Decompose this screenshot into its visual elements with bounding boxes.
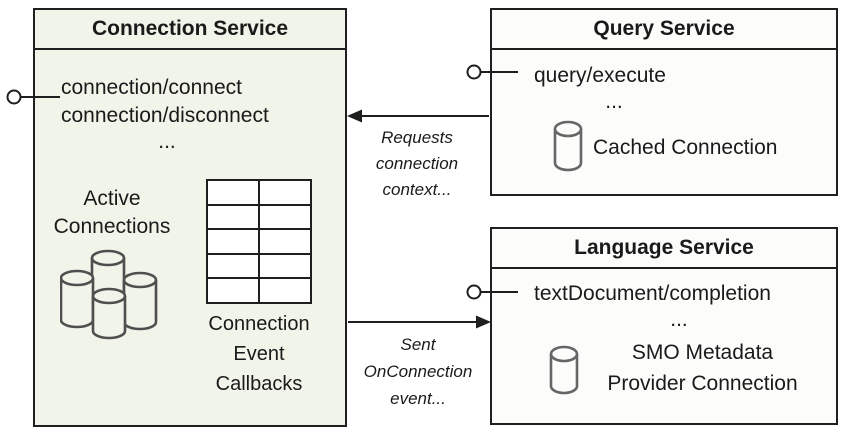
table-cell <box>207 229 259 254</box>
language-service-box: Language Service textDocument/completion… <box>490 227 838 425</box>
database-cylinder-left <box>60 269 95 329</box>
methods-ellipsis: ... <box>670 308 688 331</box>
requests-line3: context... <box>382 180 452 199</box>
database-icon <box>553 120 583 172</box>
active-connections-label: Active Connections <box>37 185 187 241</box>
table-cell <box>259 204 311 230</box>
database-cylinder-right <box>122 271 158 331</box>
callbacks-line3: Callbacks <box>215 373 303 395</box>
sent-line2: OnConnection <box>363 362 473 381</box>
requests-connection-context-label: Requests connection context... <box>352 125 482 203</box>
connection-service-title: Connection Service <box>35 10 345 50</box>
callbacks-label: Connection Event Callbacks <box>194 309 324 399</box>
database-cylinder-front <box>91 287 127 340</box>
table-cell <box>259 180 311 205</box>
arrowhead-left-icon <box>347 109 362 123</box>
language-service-methods: textDocument/completion ... <box>534 280 824 332</box>
method-query-execute: query/execute <box>534 64 666 87</box>
callbacks-line1: Connection <box>208 313 310 335</box>
table-cell <box>207 253 259 279</box>
interface-circle-icon <box>466 284 482 300</box>
database-icon <box>549 345 579 395</box>
methods-ellipsis: ... <box>158 130 176 153</box>
sent-line3: event... <box>390 389 446 408</box>
table-cell <box>259 229 311 254</box>
smo-line2: Provider Connection <box>607 372 798 395</box>
query-service-title: Query Service <box>492 10 836 50</box>
sent-line1: Sent <box>400 335 436 354</box>
active-connections-line2: Connections <box>53 215 171 238</box>
arrow-query-to-connection <box>347 109 489 123</box>
method-connection-disconnect: connection/disconnect <box>61 104 269 127</box>
callbacks-line2: Event <box>233 343 285 365</box>
table-cell <box>207 204 259 230</box>
arrowhead-right-icon <box>476 315 491 329</box>
query-service-box: Query Service query/execute ... Cached C… <box>490 8 838 196</box>
interface-circle-icon <box>6 89 22 105</box>
active-connections-line1: Active <box>83 187 141 210</box>
table-cell <box>259 278 311 303</box>
table-cell <box>207 278 259 303</box>
interface-circle-icon <box>466 64 482 80</box>
table-cell <box>207 180 259 205</box>
callbacks-table <box>206 179 312 304</box>
method-connection-connect: connection/connect <box>61 76 242 99</box>
methods-ellipsis: ... <box>605 90 623 113</box>
database-cluster-icon <box>60 249 158 340</box>
smo-metadata-label: SMO Metadata Provider Connection <box>585 337 820 399</box>
sent-onconnection-event-label: Sent OnConnection event... <box>350 331 486 412</box>
connection-service-methods: connection/connect connection/disconnect… <box>61 74 273 154</box>
cached-connection-label: Cached Connection <box>593 136 778 159</box>
requests-line2: connection <box>375 154 459 173</box>
method-textdocument-completion: textDocument/completion <box>534 282 771 305</box>
query-service-methods: query/execute ... <box>534 62 694 114</box>
connection-service-box: Connection Service connection/connect co… <box>33 8 347 427</box>
table-cell <box>259 253 311 279</box>
requests-line1: Requests <box>381 128 453 147</box>
arrow-connection-to-language <box>348 315 491 329</box>
smo-line1: SMO Metadata <box>631 341 774 364</box>
language-service-title: Language Service <box>492 229 836 269</box>
